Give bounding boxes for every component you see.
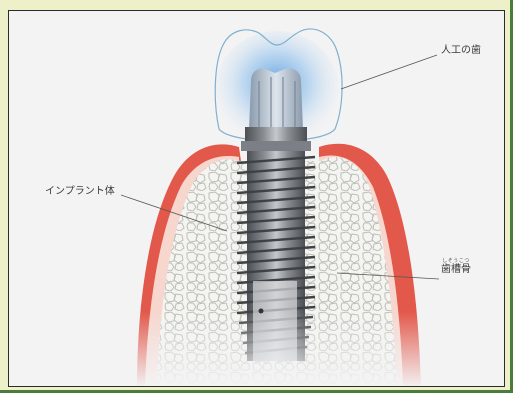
- label-implant-body: インプラント体: [45, 187, 115, 197]
- implant-illustration: [9, 11, 505, 387]
- label-artificial-tooth: 人工の歯: [441, 46, 481, 56]
- label-alveolar-bone: しそうこつ 歯槽骨: [441, 259, 471, 275]
- label-alveolar-bone-text: 歯槽骨: [441, 265, 471, 275]
- illustration-panel: 人工の歯 インプラント体 しそうこつ 歯槽骨: [8, 10, 505, 387]
- leader-artificial-tooth: [341, 55, 437, 89]
